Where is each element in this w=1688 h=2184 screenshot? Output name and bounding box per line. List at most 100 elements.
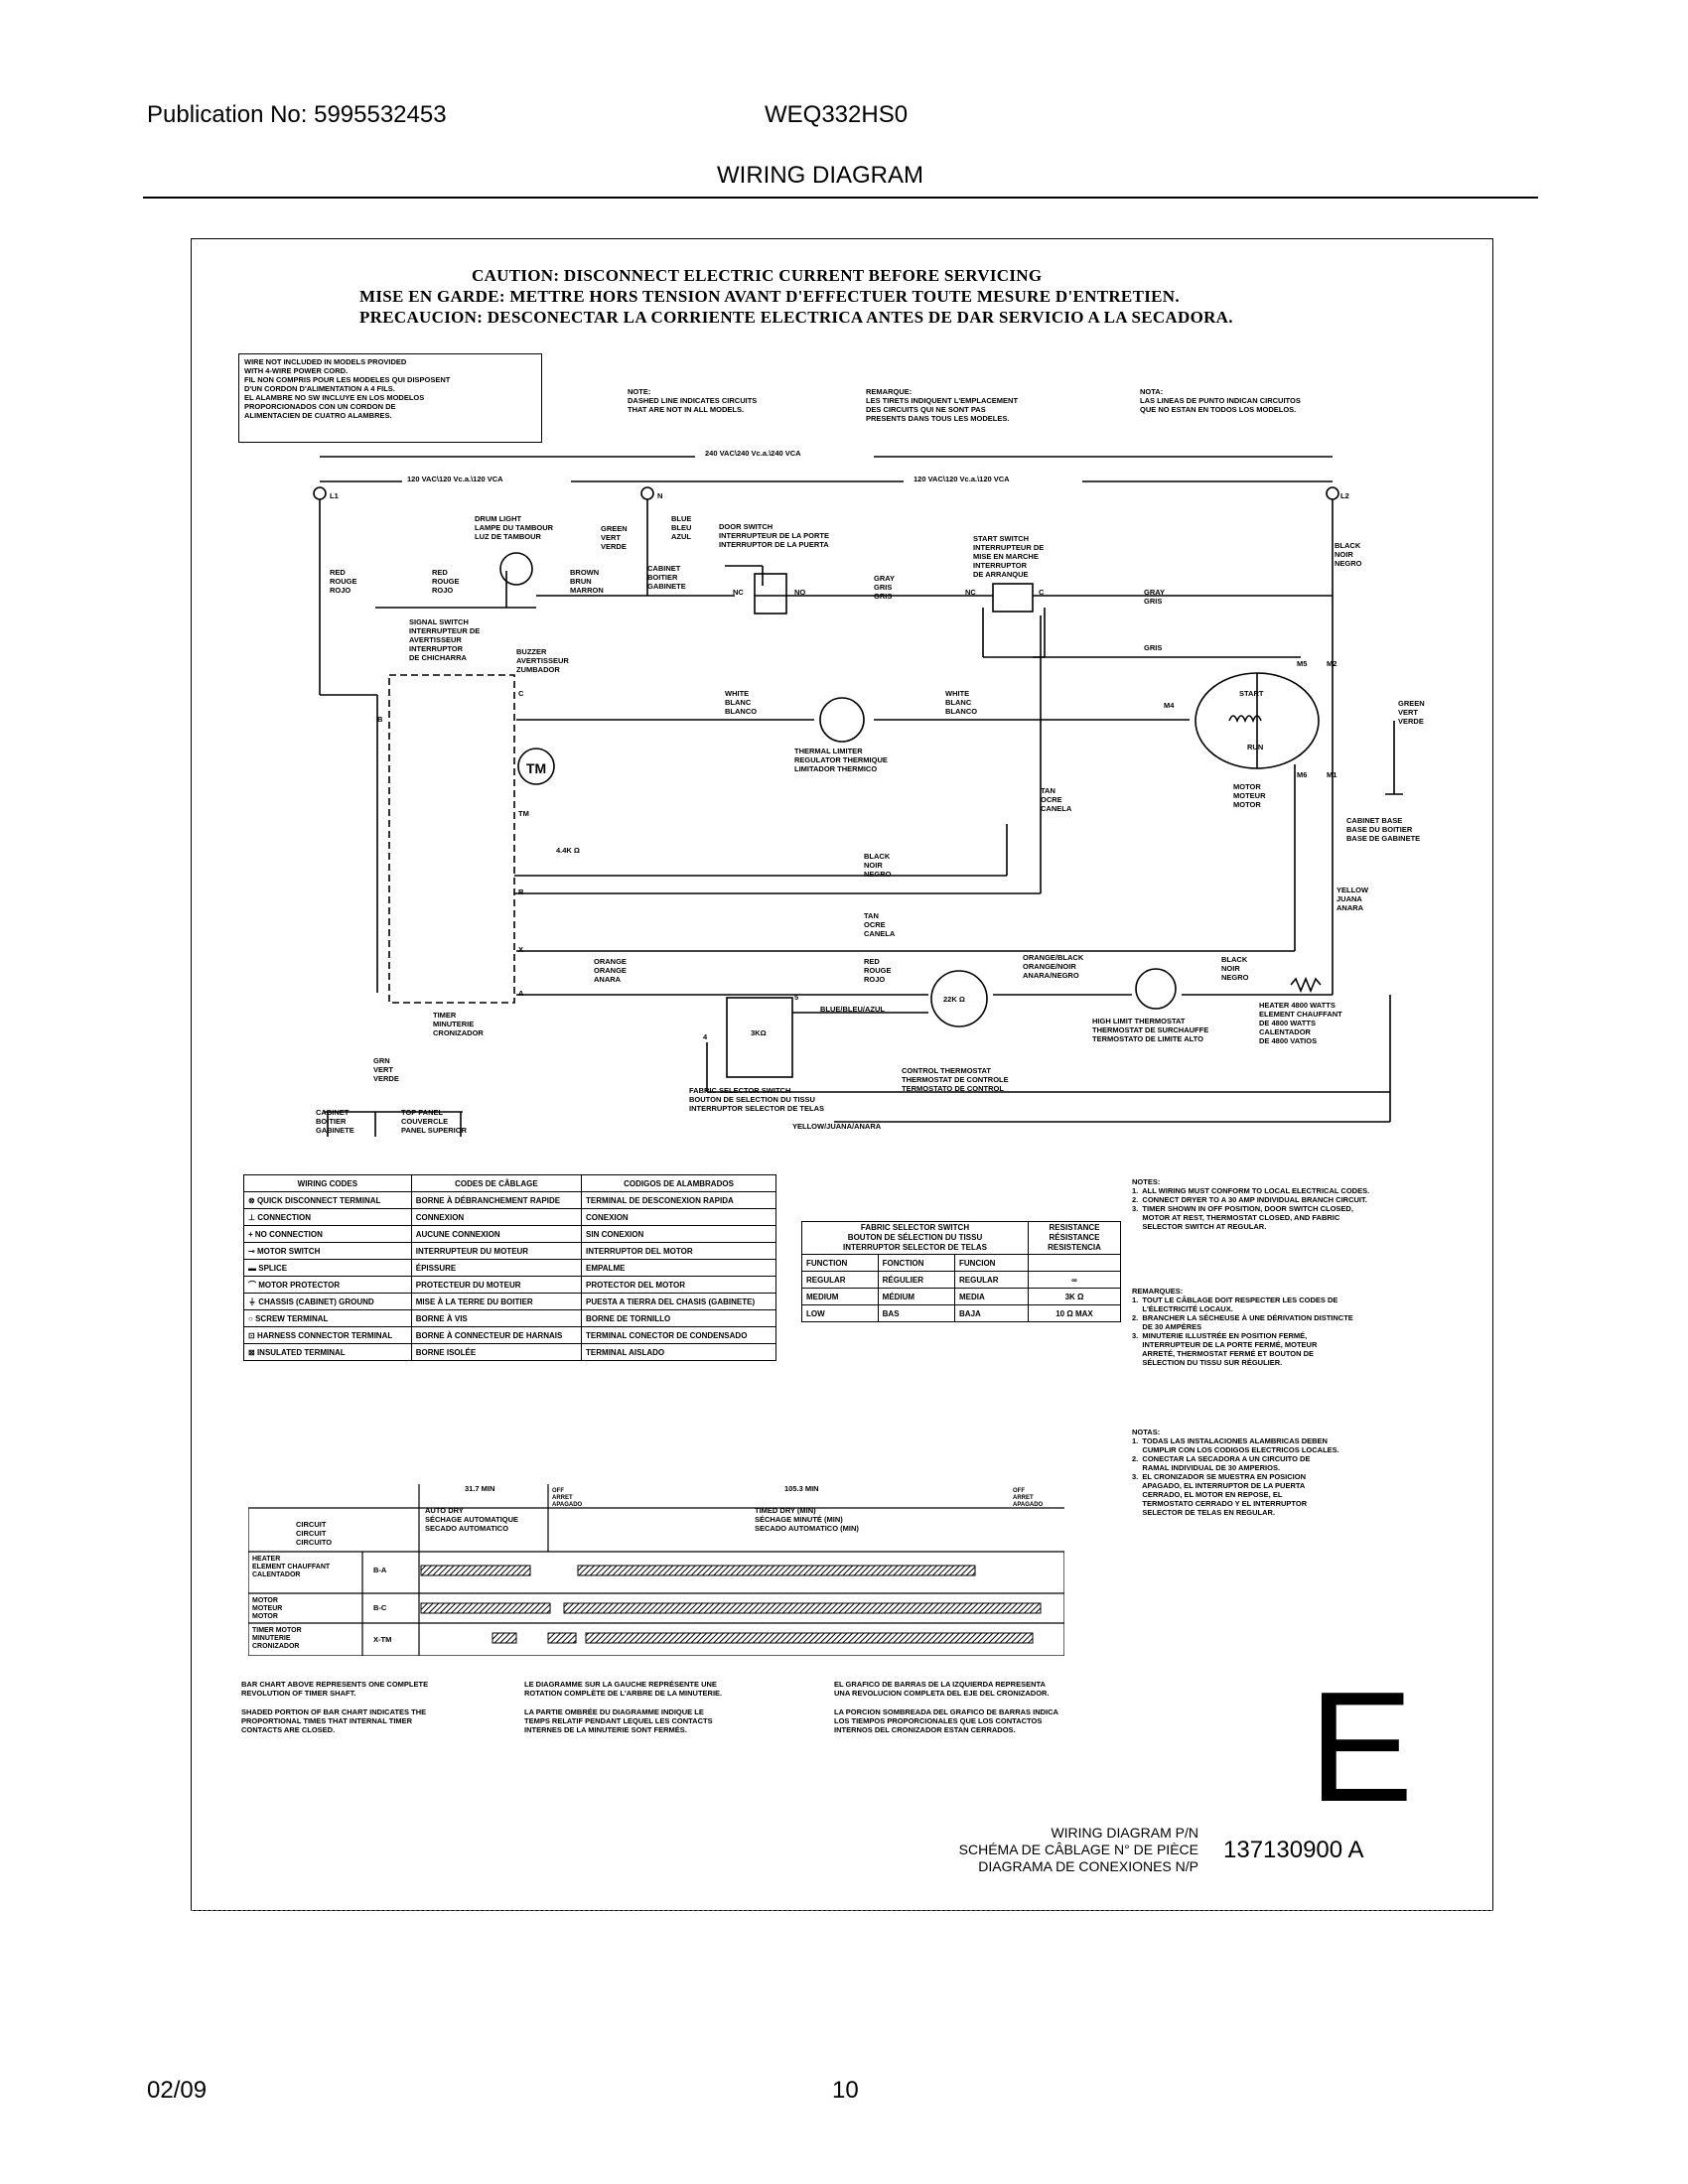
caution-spanish: PRECAUCION: DESCONECTAR LA CORRIENTE ELE… xyxy=(359,308,1233,327)
off-label-1: OFF ARRET APAGADO xyxy=(552,1488,583,1508)
code-row: ○ SCREW TERMINAL xyxy=(243,1309,412,1327)
row-timer-name: TIMER MOTOR MINUTERIE CRONIZADOR xyxy=(252,1627,302,1650)
orange-black-label: ORANGE/BLACK ORANGE/NOIR ANARA/NEGRO xyxy=(1023,953,1084,980)
yellow-label: YELLOW JUANA ANARA xyxy=(1336,886,1369,912)
control-thermostat-label: CONTROL THERMOSTAT THERMOSTAT DE CONTROL… xyxy=(902,1066,1009,1093)
code-row: ⊸ MOTOR SWITCH xyxy=(243,1242,412,1260)
wiring-codes-header-fr: CODES DE CÂBLAGE xyxy=(410,1174,583,1192)
voltage-120-right: 120 VAC\120 Vc.a.\120 VCA xyxy=(914,475,1010,483)
fabric-cell: MEDIUM xyxy=(801,1288,879,1305)
white-right-label: WHITE BLANC BLANCO xyxy=(945,689,978,716)
fabric-selector-table: FABRIC SELECTOR SWITCH BOUTON DE SÉLECTI… xyxy=(800,1221,1121,1322)
bar-note-es-2: LA PORCION SOMBREADA DEL GRAFICO DE BARR… xyxy=(834,1707,1058,1734)
motor-start-label: START xyxy=(1239,689,1264,698)
motor-m2-label: M2 xyxy=(1327,659,1337,668)
code-row: ⏚ CHASSIS (CABINET) GROUND xyxy=(243,1293,412,1310)
bar-motor-auto xyxy=(420,1602,551,1614)
fabric-cell: LOW xyxy=(801,1304,879,1322)
code-es: PROTECTOR DEL MOTOR xyxy=(581,1276,776,1294)
code-row: ⊗ QUICK DISCONNECT TERMINAL xyxy=(243,1191,412,1209)
motor-label: MOTOR MOTEUR MOTOR xyxy=(1233,782,1266,809)
resistor-3k-label: 3KΩ xyxy=(751,1028,767,1037)
fabric-cell xyxy=(1028,1254,1121,1272)
blue-wire-label: BLUE/BLEU/AZUL xyxy=(820,1005,885,1014)
footer-date: 02/09 xyxy=(147,2077,208,2104)
timer-motor-label: TM xyxy=(526,760,546,776)
timer-terminal-a: A xyxy=(518,989,524,998)
tan-mid-label: TAN OCRE CANELA xyxy=(864,911,896,938)
code-es: TERMINAL CONECTOR DE CONDENSADO xyxy=(581,1326,776,1344)
timer-label: TIMER MINUTERIE CRONIZADOR xyxy=(433,1011,484,1037)
fabric-table-title: FABRIC SELECTOR SWITCH BOUTON DE SÉLECTI… xyxy=(800,1221,1030,1255)
wire-note-box: WIRE NOT INCLUDED IN MODELS PROVIDED WIT… xyxy=(238,353,542,443)
auto-dry-label: AUTO DRY SÉCHAGE AUTOMATIQUE SECADO AUTO… xyxy=(425,1506,519,1533)
code-fr: BORNE ISOLÉE xyxy=(410,1343,583,1361)
circuit-header: CIRCUIT CIRCUIT CIRCUITO xyxy=(296,1520,333,1547)
start-c-label: C xyxy=(1039,588,1045,597)
row-timer-circuit: X-TM xyxy=(373,1635,392,1644)
wiring-codes-header-es: CODIGOS DE ALAMBRADOS xyxy=(581,1174,776,1192)
wiring-codes-header-en: WIRING CODES xyxy=(243,1174,412,1192)
terminal-l2: L2 xyxy=(1340,491,1349,500)
signal-switch-label: SIGNAL SWITCH INTERRUPTEUR DE AVERTISSEU… xyxy=(409,617,481,662)
door-no-label: NO xyxy=(794,588,806,597)
frame-bottom-rule xyxy=(191,1910,1493,1911)
timed-dry-time: 105.3 MIN xyxy=(784,1484,819,1493)
part-number: 137130900 A xyxy=(1223,1837,1364,1863)
header-rule xyxy=(143,197,1538,199)
cabinet-base-label: CABINET BASE BASE DU BOITIER BASE DE GAB… xyxy=(1346,816,1421,843)
fabric-cell: FUNCTION xyxy=(801,1254,879,1272)
bar-note-en-2: SHADED PORTION OF BAR CHART INDICATES TH… xyxy=(241,1707,427,1734)
fabric-terminal-4: 4 xyxy=(703,1032,708,1041)
white-left-label: WHITE BLANC BLANCO xyxy=(725,689,758,716)
fabric-cell: FONCTION xyxy=(877,1254,956,1272)
bar-timer-a xyxy=(492,1632,517,1644)
motor-run-label: RUN xyxy=(1247,743,1264,751)
terminal-n: N xyxy=(657,491,663,500)
motor-m6-label: M6 xyxy=(1297,770,1308,779)
notes-english: NOTES: 1. ALL WIRING MUST CONFORM TO LOC… xyxy=(1132,1177,1370,1231)
publication-number: Publication No: 5995532453 xyxy=(147,101,447,128)
fabric-cell: 10 Ω MAX xyxy=(1028,1304,1121,1322)
door-switch-label: DOOR SWITCH INTERRUPTEUR DE LA PORTE INT… xyxy=(719,522,829,549)
code-es: PUESTA A TIERRA DEL CHASIS (GABINETE) xyxy=(581,1293,776,1310)
fabric-cell: RÉGULIER xyxy=(877,1271,956,1289)
cabinet-top-label: CABINET BOITIER GABINETE xyxy=(647,564,686,591)
fabric-table-resistance: RESISTANCE RÉSISTANCE RESISTENCIA xyxy=(1028,1221,1121,1255)
code-fr: ÉPISSURE xyxy=(410,1259,583,1277)
part-number-label: WIRING DIAGRAM P/N SCHÉMA DE CÂBLAGE N° … xyxy=(958,1825,1198,1874)
auto-dry-time: 31.7 MIN xyxy=(465,1484,495,1493)
buzzer-label: BUZZER AVERTISSEUR ZUMBADOR xyxy=(516,647,569,674)
green-right-label: GREEN VERT VERDE xyxy=(1398,699,1425,726)
resistor-22k-label: 22K Ω xyxy=(943,995,965,1004)
row-motor-name: MOTOR MOTEUR MOTOR xyxy=(252,1597,283,1620)
bar-note-en-1: BAR CHART ABOVE REPRESENTS ONE COMPLETE … xyxy=(241,1680,429,1698)
row-heater-name: HEATER ELEMENT CHAUFFANT CALENTADOR xyxy=(252,1556,331,1578)
code-es: TERMINAL DE DESCONEXION RAPIDA xyxy=(581,1191,776,1209)
red-lamp-label: RED ROUGE ROJO xyxy=(432,568,460,595)
bar-motor-timed xyxy=(563,1602,1042,1614)
bar-heater-timed xyxy=(577,1565,976,1576)
code-es: SIN CONEXION xyxy=(581,1225,776,1243)
gray-right-label: GRAY GRIS xyxy=(1144,588,1165,606)
orange-label: ORANGE ORANGE ANARA xyxy=(594,957,627,984)
code-row: + NO CONNECTION xyxy=(243,1225,412,1243)
thermal-limiter-label: THERMAL LIMITER REGULATOR THERMIQUE LIMI… xyxy=(794,747,888,773)
motor-m5-label: M5 xyxy=(1297,659,1308,668)
gray-mid-label: GRAY GRIS GRIS xyxy=(874,574,895,601)
dashed-note-french: REMARQUE: LES TIRETS INDIQUENT L'EMPLACE… xyxy=(866,387,1019,423)
high-limit-label: HIGH LIMIT THERMOSTAT THERMOSTAT DE SURC… xyxy=(1092,1017,1209,1043)
bar-note-es-1: EL GRAFICO DE BARRAS DE LA IZQUIERDA REP… xyxy=(834,1680,1050,1698)
code-fr: INTERRUPTEUR DU MOTEUR xyxy=(410,1242,583,1260)
code-row: ▬ SPLICE xyxy=(243,1259,412,1277)
fabric-terminal-5: 5 xyxy=(794,993,799,1002)
drum-light-label: DRUM LIGHT LAMPE DU TAMBOUR LUZ DE TAMBO… xyxy=(475,514,554,541)
code-es: TERMINAL AISLADO xyxy=(581,1343,776,1361)
timer-terminal-r: R xyxy=(518,887,524,896)
door-nc-label: NC xyxy=(733,588,744,597)
tan-right-label: TAN OCRE CANELA xyxy=(1041,786,1072,813)
caution-english: CAUTION: DISCONNECT ELECTRIC CURRENT BEF… xyxy=(472,266,1043,285)
gris-label: GRIS xyxy=(1144,643,1163,652)
code-fr: BORNE À DÉBRANCHEMENT RAPIDE xyxy=(410,1191,583,1209)
